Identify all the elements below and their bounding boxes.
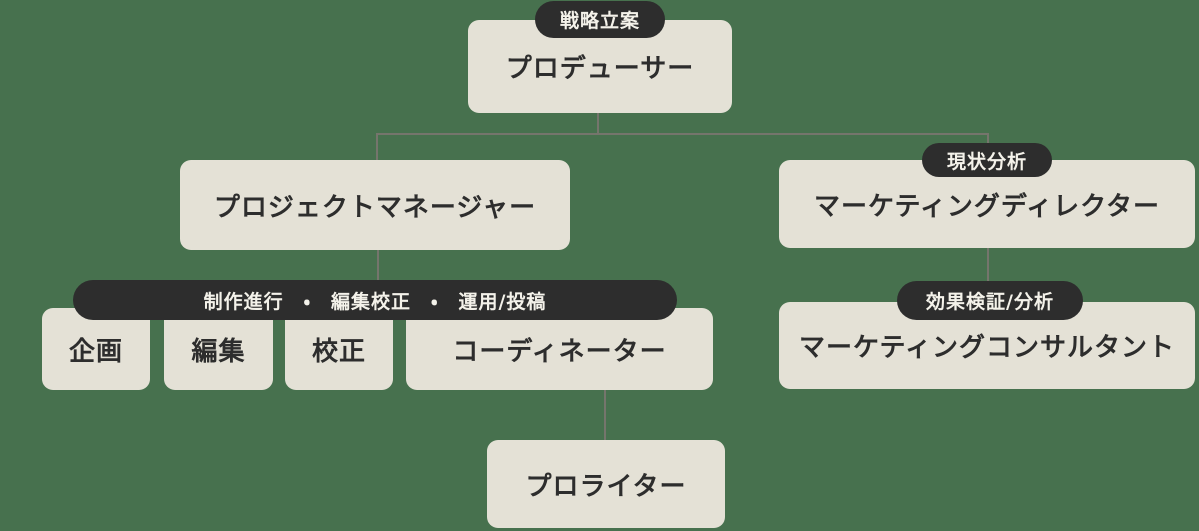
node-producer: プロデューサー xyxy=(468,20,732,113)
connector-producer-down xyxy=(597,111,599,135)
node-coordinator-label: コーディネーター xyxy=(452,336,667,367)
connector-horizontal xyxy=(376,133,989,135)
badge-strategy-planning-label: 戦略立案 xyxy=(559,10,640,32)
node-project-manager-label: プロジェクトマネージャー xyxy=(213,192,537,223)
node-marketing-director-label: マーケティングディレクター xyxy=(813,191,1161,222)
node-pro-writer-label: プロライター xyxy=(525,471,687,502)
connector-pm-to-tasks xyxy=(377,248,379,282)
node-editing: 編集 xyxy=(164,308,273,390)
node-producer-label: プロデューサー xyxy=(505,54,695,84)
node-pro-writer: プロライター xyxy=(487,440,725,528)
badge-current-analysis: 現状分析 xyxy=(922,143,1052,177)
connector-md-to-consultant xyxy=(987,246,989,283)
node-planning: 企画 xyxy=(42,308,150,390)
pill-pm-tasks: 制作進行 ・ 編集校正 ・ 運用/投稿 xyxy=(73,280,677,320)
node-editing-label: 編集 xyxy=(191,336,246,367)
badge-effect-verification-label: 効果検証/分析 xyxy=(926,291,1054,313)
connector-coordinator-to-writer xyxy=(604,388,606,442)
node-planning-label: 企画 xyxy=(68,336,123,367)
node-project-manager: プロジェクトマネージャー xyxy=(180,160,570,250)
node-proofreading-label: 校正 xyxy=(311,336,366,367)
connector-to-project-manager xyxy=(376,133,378,163)
node-marketing-consultant-label: マーケティングコンサルタント xyxy=(799,333,1175,363)
node-coordinator: コーディネーター xyxy=(406,308,713,390)
node-proofreading: 校正 xyxy=(285,308,393,390)
node-marketing-director: マーケティングディレクター xyxy=(779,160,1195,248)
badge-effect-verification: 効果検証/分析 xyxy=(897,281,1083,320)
badge-current-analysis-label: 現状分析 xyxy=(946,150,1027,173)
pill-pm-tasks-label: 制作進行 ・ 編集校正 ・ 運用/投稿 xyxy=(203,290,547,313)
badge-strategy-planning: 戦略立案 xyxy=(535,1,665,38)
